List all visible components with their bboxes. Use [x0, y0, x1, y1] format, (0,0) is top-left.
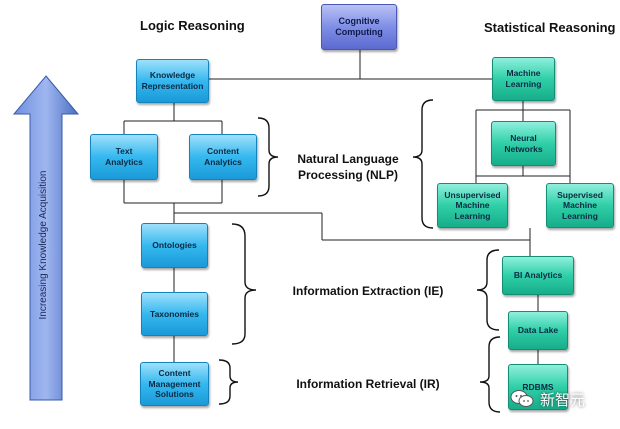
- node-content-management-solutions: Content Management Solutions: [140, 362, 209, 406]
- node-cognitive-computing: Cognitive Computing: [321, 4, 397, 50]
- bracket-nlp-right: [412, 99, 434, 229]
- node-neural-networks: Neural Networks: [491, 121, 556, 166]
- bracket-ir-left: [218, 359, 239, 405]
- bracket-ir-right: [479, 336, 501, 413]
- node-supervised-machine-learning: Supervised Machine Learning: [546, 183, 614, 228]
- watermark-text: 新智元: [540, 390, 586, 409]
- node-taxonomies: Taxonomies: [141, 292, 208, 336]
- knowledge-arrow: [12, 75, 80, 401]
- bracket-ie-left: [231, 223, 257, 345]
- axis-label: Increasing Knowledge Acquisition: [38, 170, 49, 320]
- chat-bubbles-icon: [510, 390, 534, 407]
- label-information-retrieval: Information Retrieval (IR): [296, 377, 440, 391]
- node-knowledge-representation: Knowledge Representation: [136, 59, 209, 103]
- node-unsupervised-machine-learning: Unsupervised Machine Learning: [437, 183, 508, 228]
- node-machine-learning: Machine Learning: [492, 57, 555, 101]
- label-nlp: Natural Language Processing (NLP): [297, 152, 399, 183]
- watermark: 新智元: [510, 386, 614, 412]
- label-information-extraction: Information Extraction (IE): [292, 284, 444, 298]
- bracket-nlp-left: [257, 117, 279, 197]
- node-data-lake: Data Lake: [508, 311, 568, 350]
- node-text-analytics: Text Analytics: [90, 134, 158, 180]
- node-ontologies: Ontologies: [141, 223, 208, 268]
- header-logic-reasoning: Logic Reasoning: [140, 18, 245, 33]
- header-statistical-reasoning: Statistical Reasoning: [484, 20, 616, 35]
- bracket-ie-right: [476, 249, 500, 331]
- node-bi-analytics: BI Analytics: [502, 256, 574, 295]
- node-content-analytics: Content Analytics: [189, 134, 257, 180]
